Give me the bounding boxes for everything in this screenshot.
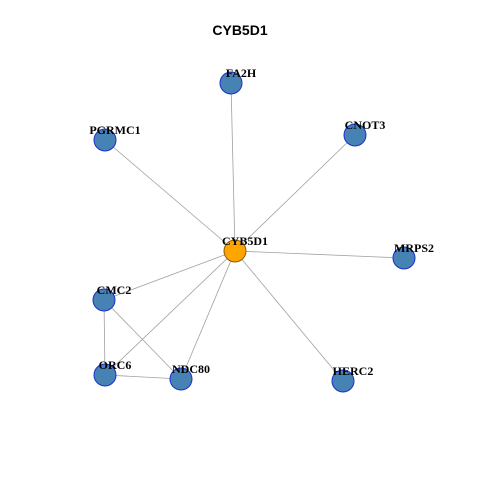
- node-orc6: [93, 363, 117, 387]
- node-cnot3: [343, 123, 367, 147]
- edge-cmc2-orc6: [103, 299, 106, 376]
- edge-cyb5d1-ndc80: [180, 250, 236, 380]
- node-mrps2: [392, 246, 416, 270]
- node-label-ndc80: NDC80: [172, 362, 210, 376]
- edges-layer: [103, 82, 405, 382]
- node-herc2: [331, 369, 355, 393]
- edge-cmc2-ndc80: [103, 299, 182, 380]
- node-label-herc2: HERC2: [333, 364, 374, 378]
- node-cmc2: [92, 288, 116, 312]
- node-label-mrps2: MRPS2: [394, 241, 434, 255]
- edge-cyb5d1-mrps2: [234, 250, 405, 259]
- node-pgrmc1: [93, 128, 117, 152]
- node-label-cnot3: CNOT3: [345, 118, 386, 132]
- graph-title: CYB5D1: [212, 22, 268, 38]
- edge-cyb5d1-orc6: [104, 250, 236, 376]
- node-label-cyb5d1: CYB5D1: [222, 234, 268, 248]
- edge-cyb5d1-herc2: [234, 250, 344, 382]
- node-fa2h: [219, 71, 243, 95]
- nodes-layer: [92, 71, 416, 393]
- edge-cyb5d1-cnot3: [234, 134, 356, 252]
- node-cyb5d1: [223, 239, 247, 263]
- edge-cyb5d1-cmc2: [103, 250, 236, 301]
- node-label-cmc2: CMC2: [97, 283, 132, 297]
- node-label-orc6: ORC6: [99, 358, 132, 372]
- edge-orc6-ndc80: [104, 374, 182, 380]
- node-label-fa2h: FA2H: [226, 66, 257, 80]
- node-label-pgrmc1: PGRMC1: [89, 123, 140, 137]
- node-ndc80: [169, 367, 193, 391]
- edge-cyb5d1-fa2h: [230, 82, 236, 252]
- edge-cyb5d1-pgrmc1: [104, 139, 236, 252]
